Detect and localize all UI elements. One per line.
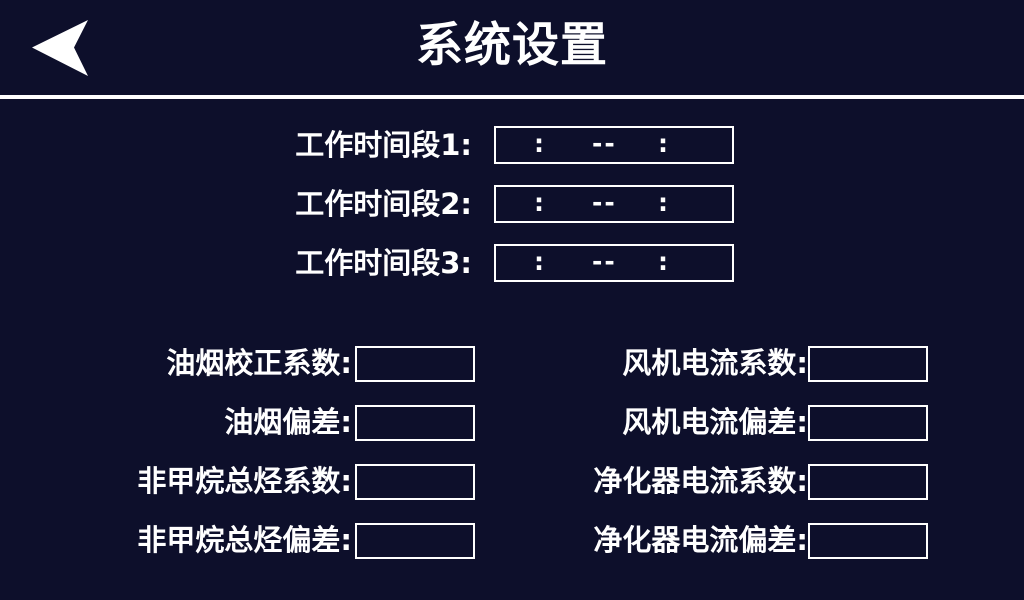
oil-smoke-correction-coefficient-label: 油烟校正系数: [166,346,352,380]
fan-current-deviation-input[interactable] [808,405,928,441]
nmhc-deviation-label: 非甲烷总烃偏差: [137,523,352,557]
work-time-period-3-input[interactable]: : -- : [494,244,734,282]
parameter-cell: 净化器电流系数: [480,462,1024,500]
nmhc-deviation-input[interactable] [355,523,475,559]
parameter-cell: 净化器电流偏差: [480,521,1024,559]
parameter-cell: 油烟偏差: [0,403,480,441]
fan-current-coefficient-input[interactable] [808,346,928,382]
fan-current-coefficient-label: 风机电流系数: [622,346,808,380]
oil-smoke-correction-coefficient-input[interactable] [355,346,475,382]
parameter-cell: 非甲烷总烃系数: [0,462,480,500]
field-value [357,407,473,439]
parameter-row: 非甲烷总烃偏差: 净化器电流偏差: [0,521,1024,559]
field-value [810,348,926,380]
field-value [357,466,473,498]
nmhc-coefficient-input[interactable] [355,464,475,500]
purifier-current-coefficient-label: 净化器电流系数: [593,464,808,498]
work-time-period-1-input[interactable]: : -- : [494,126,734,164]
start-time-colon: : [534,188,544,217]
end-time-colon: : [658,247,668,276]
time-range-separator: -- [592,129,617,158]
header-divider [0,95,1024,99]
parameter-cell: 风机电流系数: [480,344,1024,382]
end-time-colon: : [658,188,668,217]
field-value [810,407,926,439]
field-value [357,348,473,380]
time-range-separator: -- [592,188,617,217]
work-time-period-3-label: 工作时间段3: [295,246,472,280]
oil-smoke-deviation-label: 油烟偏差: [224,405,352,439]
parameter-cell: 非甲烷总烃偏差: [0,521,480,559]
work-time-period-section: 工作时间段1: : -- : 工作时间段2: : -- : 工作时间段3: : … [0,126,1024,303]
back-button[interactable] [16,16,94,80]
fan-current-deviation-label: 风机电流偏差: [622,405,808,439]
parameter-row: 非甲烷总烃系数: 净化器电流系数: [0,462,1024,500]
work-time-period-1-label: 工作时间段1: [295,128,472,162]
calibration-parameter-grid: 油烟校正系数: 风机电流系数: 油烟偏差: 风机电流偏差: [0,344,1024,580]
parameter-row: 油烟校正系数: 风机电流系数: [0,344,1024,382]
purifier-current-coefficient-input[interactable] [808,464,928,500]
purifier-current-deviation-label: 净化器电流偏差: [593,523,808,557]
oil-smoke-deviation-input[interactable] [355,405,475,441]
time-range-separator: -- [592,247,617,276]
work-time-period-row: 工作时间段2: : -- : [0,185,1024,223]
work-time-period-2-input[interactable]: : -- : [494,185,734,223]
start-time-colon: : [534,129,544,158]
start-time-colon: : [534,247,544,276]
back-triangle-icon [16,16,94,80]
parameter-cell: 油烟校正系数: [0,344,480,382]
parameter-row: 油烟偏差: 风机电流偏差: [0,403,1024,441]
work-time-period-row: 工作时间段1: : -- : [0,126,1024,164]
page-title: 系统设置 [416,18,608,73]
purifier-current-deviation-input[interactable] [808,523,928,559]
page-header: 系统设置 [0,0,1024,99]
field-value [810,466,926,498]
field-value [810,525,926,557]
field-value [357,525,473,557]
work-time-period-2-label: 工作时间段2: [295,187,472,221]
parameter-cell: 风机电流偏差: [480,403,1024,441]
nmhc-coefficient-label: 非甲烷总烃系数: [137,464,352,498]
work-time-period-row: 工作时间段3: : -- : [0,244,1024,282]
end-time-colon: : [658,129,668,158]
